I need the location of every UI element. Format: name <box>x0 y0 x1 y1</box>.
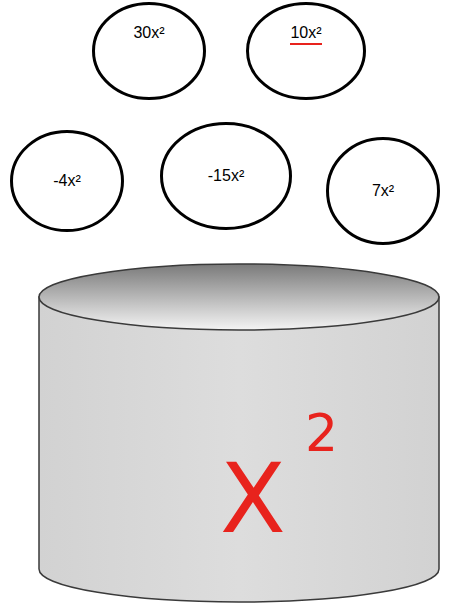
cylinder-body <box>39 297 439 602</box>
cylinder: X2 <box>37 262 441 604</box>
circle-outline <box>246 2 366 100</box>
circle-outline <box>92 2 206 100</box>
handwritten-variable: X <box>220 443 286 555</box>
term-circle: -15x² <box>160 122 292 230</box>
term-text: 7x² <box>372 182 394 200</box>
circle-outline <box>12 132 123 231</box>
term-circle: 10x² <box>246 2 366 100</box>
term-circle: -4x² <box>10 130 124 232</box>
term-text: 10x² <box>290 24 321 45</box>
circle-outline <box>94 4 205 99</box>
cylinder-top <box>39 264 439 330</box>
circle-outline <box>248 4 365 99</box>
term-circle: 7x² <box>326 137 440 245</box>
circle-outline <box>162 124 291 229</box>
term-circle: 30x² <box>92 2 206 100</box>
term-text: 30x² <box>133 24 164 42</box>
term-text: -4x² <box>53 172 81 190</box>
handwritten-exponent: 2 <box>305 403 338 463</box>
circle-outline <box>328 139 439 244</box>
term-text: -15x² <box>208 167 244 185</box>
